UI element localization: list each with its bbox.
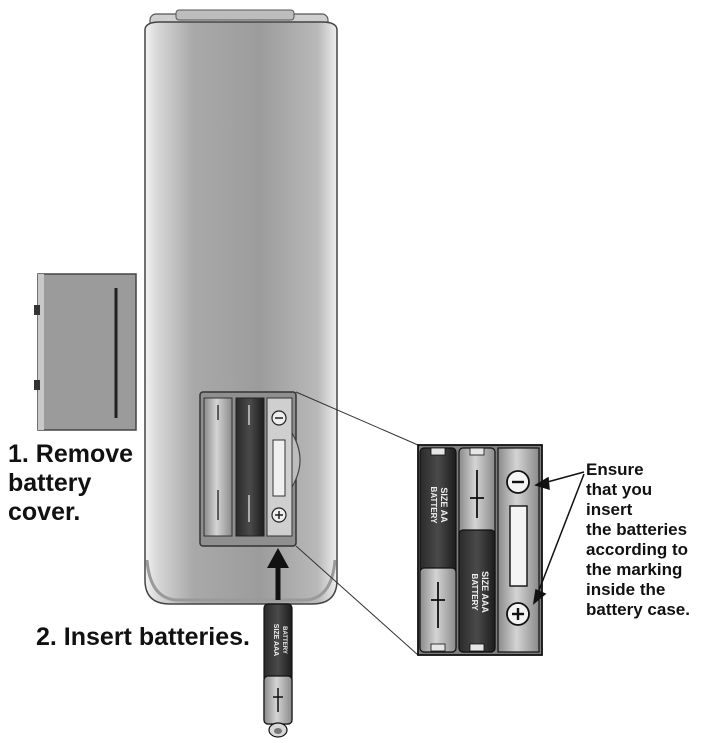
step1-line-3: cover. <box>8 498 81 526</box>
loose-aaa-battery: SIZE AAA BATTERY <box>263 603 293 738</box>
note-line-5: according to <box>586 540 689 559</box>
note-pointer-arrows <box>532 471 585 605</box>
zoomed-aaa-size-label: SIZE AAA <box>480 571 490 613</box>
step1-line-2: battery <box>8 469 92 497</box>
zoomed-aaa-type-label: BATTERY <box>470 574 479 612</box>
zoomed-empty-slot <box>497 447 540 653</box>
step1-line-1: 1. Remove <box>8 440 134 468</box>
zoom-callout-lines <box>295 391 419 656</box>
note-line-3: insert <box>586 500 633 519</box>
note-line-7: inside the <box>586 580 666 599</box>
step-insert-batteries: 2. Insert batteries. <box>36 622 250 652</box>
note-line-8: battery case. <box>586 600 690 619</box>
remote-control <box>144 9 338 605</box>
loose-battery-type-label: BATTERY <box>281 626 287 654</box>
note-line-4: the batteries <box>586 520 688 539</box>
note-line-2: that you <box>586 480 653 499</box>
note-line-6: the marking <box>586 560 683 579</box>
battery-cover <box>34 273 137 431</box>
note-line-1: Ensure <box>586 460 644 479</box>
zoomed-aa-type-label: BATTERY <box>429 487 438 525</box>
remote-bottom-bezel <box>145 559 337 602</box>
zoomed-aa-size-label: SIZE AA <box>439 487 449 523</box>
loose-battery-size-label: SIZE AAA <box>272 624 279 656</box>
polarity-instruction-note: Ensure that you insert the batteries acc… <box>586 460 690 620</box>
zoomed-battery-case: SIZE AA BATTERY SIZE AAA BATTERY <box>417 444 543 656</box>
zoomed-aa-battery: SIZE AA BATTERY <box>419 447 457 653</box>
step-remove-battery-cover: 1. Remove battery cover. <box>8 440 133 527</box>
step2-text: 2. Insert batteries. <box>36 623 250 651</box>
zoomed-aaa-battery: SIZE AAA BATTERY <box>458 447 496 653</box>
remote-top-window <box>175 9 295 21</box>
remote-battery-compartment <box>199 391 301 547</box>
insert-arrow-icon <box>267 548 289 600</box>
